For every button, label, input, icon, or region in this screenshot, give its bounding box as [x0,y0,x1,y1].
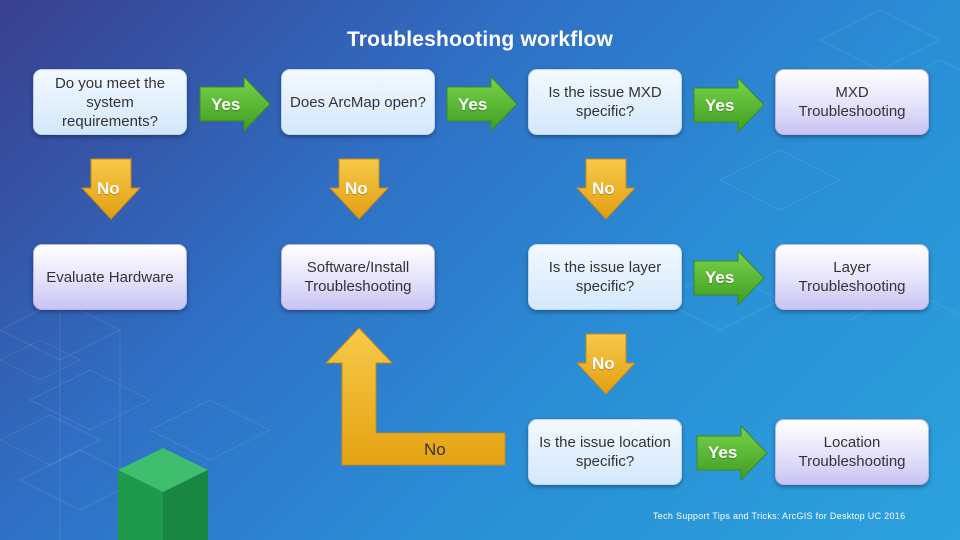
no-label: No [424,440,446,459]
node-label: Location Troubleshooting [798,434,906,470]
no-label: No [97,179,120,198]
node-mxd-specific: Is the issue MXD specific? [528,69,682,135]
no-arrow-icon [576,333,636,395]
yes-label: Yes [708,443,738,462]
node-layer-specific: Is the issue layer specific? [528,244,682,310]
no-label: No [592,354,615,373]
yes-arrow-icon [199,76,271,132]
node-label: Is the issue layer specific? [548,259,662,295]
yes-arrow-icon [693,250,765,306]
yes-label: Yes [458,95,488,114]
yes-label: Yes [705,268,735,287]
node-label: Layer Troubleshooting [798,259,906,295]
node-layer-troubleshooting: Layer Troubleshooting [775,244,929,310]
node-arcmap-open: Does ArcMap open? [281,69,435,135]
node-label: MXD Troubleshooting [798,84,906,120]
node-mxd-troubleshooting: MXD Troubleshooting [775,69,929,135]
node-label: Evaluate Hardware [46,268,174,286]
no-arrow-icon [576,158,636,220]
node-label: Do you meet the system requirements? [54,74,166,130]
no-label: No [345,179,368,198]
footer-credit: Tech Support Tips and Tricks: ArcGIS for… [653,511,906,521]
node-system-requirements: Do you meet the system requirements? [33,69,187,135]
page-title: Troubleshooting workflow [346,28,614,51]
node-location-troubleshooting: Location Troubleshooting [775,419,929,485]
no-arrow-icon [81,158,141,220]
node-label: Does ArcMap open? [290,93,426,111]
yes-arrow-icon [446,76,518,132]
node-label: Software/Install Troubleshooting [304,259,412,295]
green-cube-graphic [118,448,208,540]
no-label: No [592,179,615,198]
no-return-arrow-icon [324,327,506,466]
node-label: Is the issue MXD specific? [548,84,662,120]
yes-arrow-icon [693,77,765,133]
node-location-specific: Is the issue location specific? [528,419,682,485]
yes-label: Yes [705,96,735,115]
node-evaluate-hardware: Evaluate Hardware [33,244,187,310]
node-software-install-troubleshooting: Software/Install Troubleshooting [281,244,435,310]
no-arrow-icon [329,158,389,220]
yes-label: Yes [211,95,241,114]
yes-arrow-icon [696,425,768,481]
node-label: Is the issue location specific? [539,434,671,470]
